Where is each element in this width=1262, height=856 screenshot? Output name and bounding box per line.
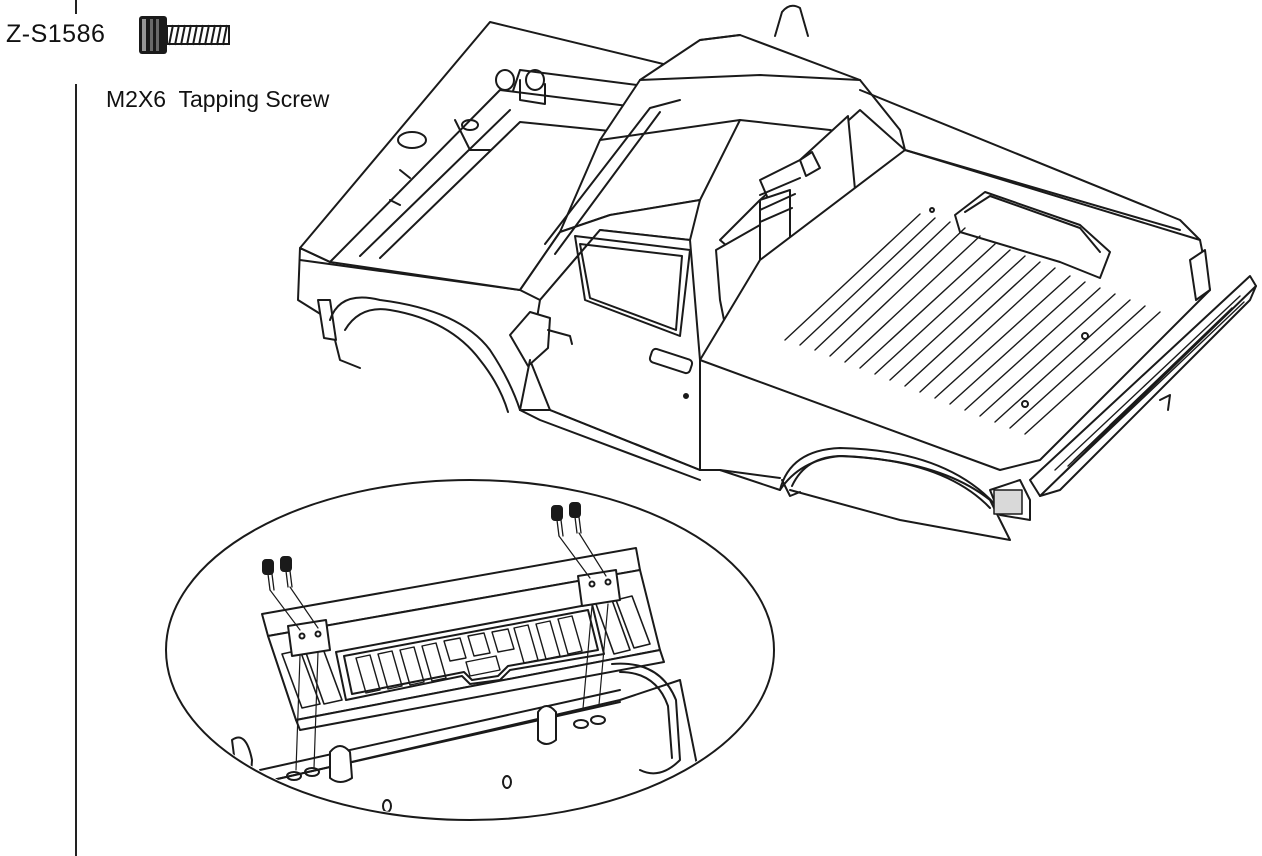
left-rule <box>75 84 77 856</box>
left-rule-top <box>75 0 77 14</box>
tapping-screw-icon <box>139 16 230 54</box>
tailgate-hinge-detail-icon <box>165 479 775 821</box>
part-description: M2X6 Tapping Screw <box>106 86 330 112</box>
part-code: Z-S1586 <box>6 20 106 48</box>
pickup-truck-body-icon <box>297 4 1257 541</box>
